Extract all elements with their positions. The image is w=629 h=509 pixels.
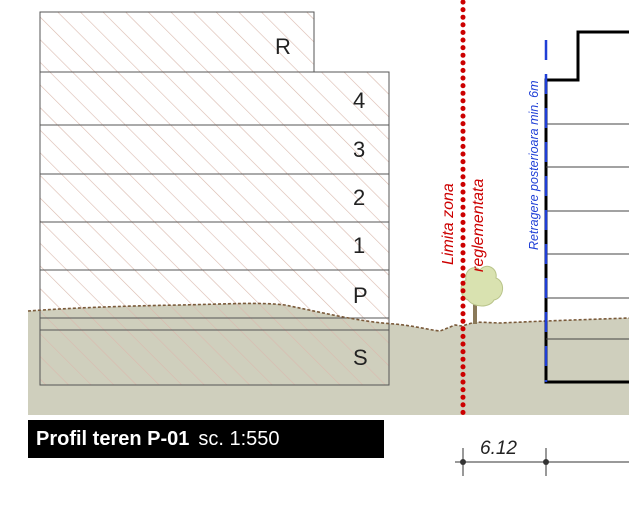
floor-label-3: 3 [353,137,366,162]
limit-label-line1: Limita zona [440,183,457,265]
floor-label-p: P [353,283,368,308]
floor-label-s: S [353,345,368,370]
floor-label-r: R [275,34,291,59]
roof-block-hatch [40,12,314,72]
tree-symbol [460,265,503,324]
building-body [39,71,390,386]
floor-label-1: 1 [353,233,366,258]
drawing-title-name: Profil teren P-01 [36,427,190,450]
dimension-value: 6.12 [480,438,517,459]
dimension-tick-right [543,459,549,465]
floor-label-4: 4 [353,88,366,113]
drawing-scale: sc. 1:550 [198,427,280,450]
limit-label-line2: reglementata [470,178,487,272]
setback-label: Retragere posterioara min. 6m [527,80,541,250]
floor-label-2: 2 [353,185,366,210]
dimension-tick-left [460,459,466,465]
neighbour-building-outline [544,30,629,384]
building-body-hatch [40,72,389,385]
drawing-title: Profil teren P-01 sc. 1:550 [28,420,384,458]
floor-divisions [40,124,389,331]
neighbour-floor-lines [546,123,629,340]
terrain-line [27,302,629,332]
